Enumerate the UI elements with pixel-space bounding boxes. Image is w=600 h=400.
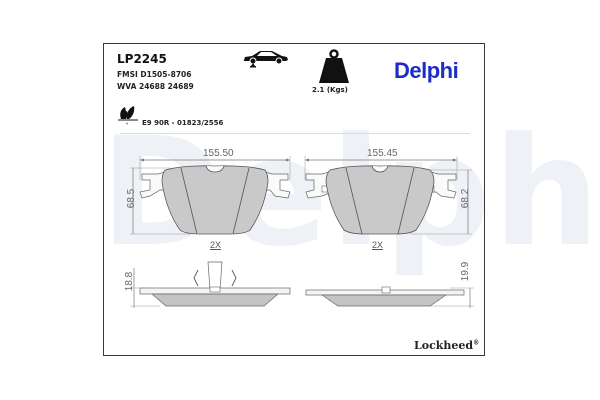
product-code: LP2245 — [117, 52, 167, 66]
rear-pad-quantity: 2X — [372, 240, 384, 250]
rear-pad-height: 68.2 — [460, 188, 472, 209]
lockheed-text: Lockheed — [414, 339, 474, 352]
rear-pad-width: 155.45 — [367, 148, 398, 159]
front-pad-drawing — [130, 156, 291, 235]
fmsi-number: FMSI D1505-8706 — [117, 70, 192, 79]
rear-pad-thickness: 19.9 — [460, 261, 472, 282]
rear-pad-drawing — [304, 156, 472, 235]
front-pad-side-drawing — [130, 261, 291, 308]
svg-text:N: N — [126, 122, 128, 126]
rear-pad-side-drawing — [305, 286, 474, 308]
header-separator — [120, 133, 470, 134]
front-pad-width: 155.50 — [203, 148, 234, 159]
front-pad-height: 68.5 — [126, 188, 138, 209]
ece-approval: E9 90R - 01823/2556 — [142, 119, 224, 127]
front-pad-thickness: 18.8 — [124, 271, 136, 292]
weight-value: 2.1 (Kgs) — [312, 86, 348, 94]
wva-number: WVA 24688 24689 — [117, 82, 194, 91]
car-on-lift-icon — [244, 51, 288, 68]
registered-mark: ® — [473, 339, 480, 347]
weight-icon — [319, 49, 349, 83]
spec-sheet-frame — [103, 43, 485, 356]
lockheed-logo: Lockheed® — [414, 339, 479, 352]
delphi-logo: Delphi — [394, 58, 459, 83]
front-pad-quantity: 2X — [210, 240, 222, 250]
eco-leaf-icon: N — [118, 106, 138, 126]
